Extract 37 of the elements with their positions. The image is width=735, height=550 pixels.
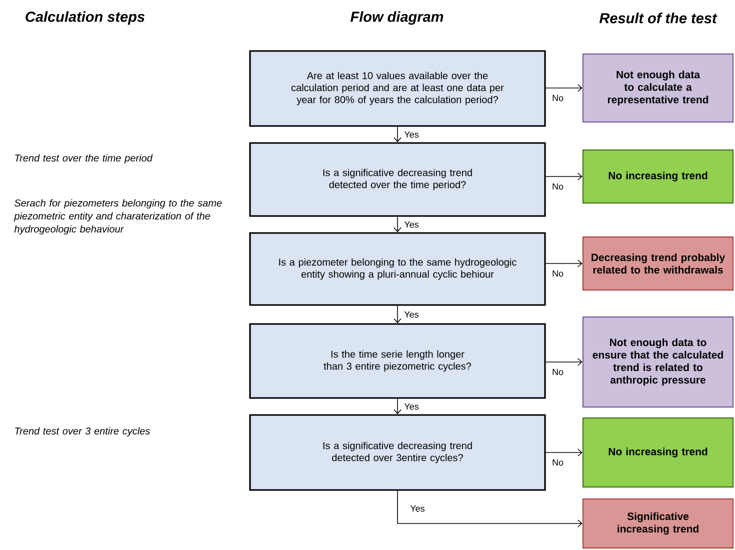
- edge-label: Yes: [403, 402, 420, 411]
- arrow: [394, 305, 402, 324]
- edge-label: Yes: [403, 310, 420, 319]
- step-text: Serach for piezometers belonging to the same piezometric entity and charaterization of the hydrogeologic behaviour: [14, 199, 222, 235]
- edge-label: Yes: [403, 220, 420, 229]
- question-box: Is a piezometer belonging to the same hydrogeologic entity showing a pluri-annual cyclic behiour: [249, 232, 546, 306]
- heading: Flow diagram: [350, 11, 444, 25]
- result-box: Significative increasing trend: [582, 498, 734, 549]
- arrow: [397, 490, 582, 528]
- heading: Calculation steps: [26, 11, 145, 25]
- arrow: [545, 172, 582, 180]
- edge-label: No: [551, 269, 565, 278]
- arrow: [545, 448, 582, 456]
- question-box: Is the time serie length longer than 3 entire piezometric cycles?: [249, 323, 546, 399]
- arrow: [545, 260, 582, 268]
- edge-label: No: [551, 368, 565, 376]
- edge-label: No: [551, 458, 565, 467]
- heading: Result of the test: [599, 12, 718, 24]
- result-box: Not enough data to ensure that the calculated trend is related to anthropic pressure: [582, 316, 734, 408]
- edge-label: No: [551, 94, 565, 102]
- question-box: Are at least 10 values available over the calculation period and are at least one data per year for 80% of years the calculation period?: [249, 50, 546, 127]
- question-box: Is a significative decreasing trend detected over 3entire cycles?: [249, 414, 546, 491]
- result-box: No increasing trend: [582, 417, 734, 488]
- question-box: Is a significative decreasing trend detected over the time period?: [249, 142, 546, 217]
- edge-label: Yes: [409, 504, 426, 513]
- step-text: Trend test over 3 entire cycles: [15, 427, 150, 437]
- arrow: [394, 398, 402, 414]
- arrow: [545, 84, 582, 92]
- result-box: Not enough data to calculate a representative trend: [582, 53, 734, 123]
- edge-label: No: [551, 182, 565, 191]
- result-box: Decreasing trend probably related to the withdrawals: [582, 236, 734, 291]
- arrow: [545, 358, 582, 366]
- step-text: Trend test over the time period: [15, 154, 153, 164]
- edge-label: Yes: [403, 130, 420, 139]
- arrow: [394, 216, 402, 232]
- result-box: No increasing trend: [582, 149, 734, 204]
- arrow: [394, 126, 402, 142]
